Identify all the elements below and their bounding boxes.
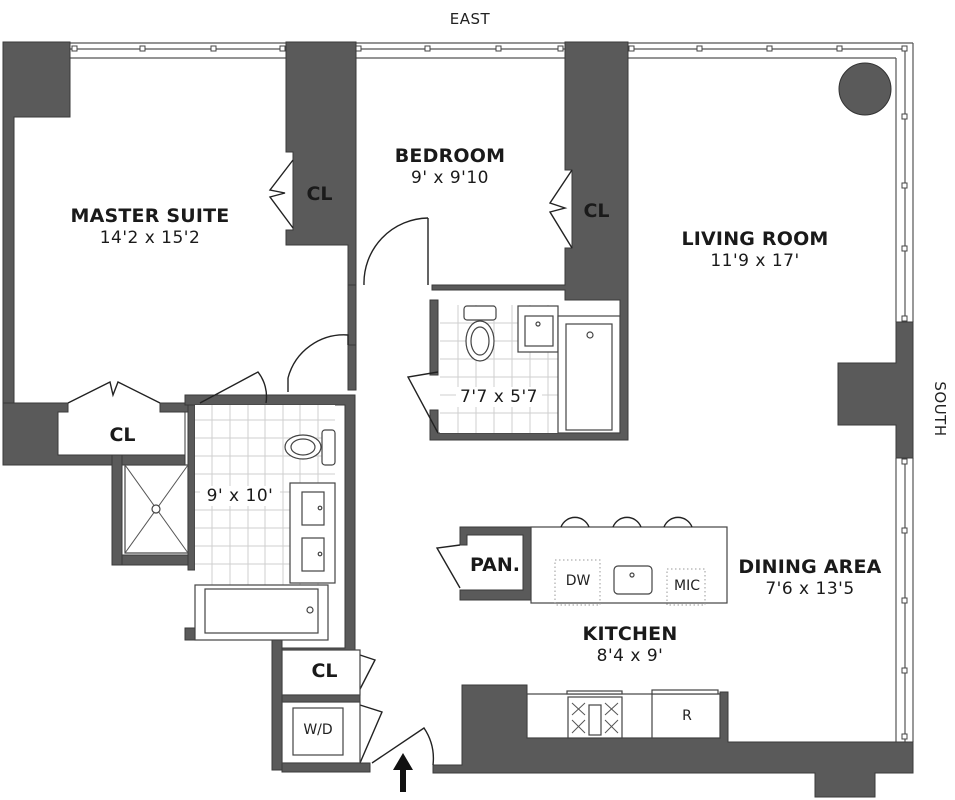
washer-dryer-label: W/D: [303, 722, 333, 738]
structural-column: [838, 62, 892, 116]
room-label-dining-area: DINING AREA 7'6 x 13'5: [725, 556, 895, 599]
entry-closet: [281, 649, 361, 696]
room-dimensions: 9' x 9'10: [411, 168, 489, 188]
room-name: LIVING ROOM: [681, 228, 829, 250]
room-name: DINING AREA: [738, 556, 882, 578]
room-dimensions: 7'6 x 13'5: [765, 579, 855, 599]
pantry-label: PAN.: [469, 554, 520, 576]
room-name: KITCHEN: [582, 623, 678, 645]
compass-east-label: EAST: [449, 10, 491, 28]
room-name: MASTER SUITE: [70, 205, 230, 227]
kitchen-counter: [526, 689, 721, 739]
doors: [67, 159, 573, 766]
room-label-bedroom: BEDROOM 9' x 9'10: [380, 145, 520, 188]
second-bath-tile-floor: [440, 305, 558, 433]
kitchen-island: [530, 516, 728, 606]
refrigerator-label: R: [682, 708, 692, 724]
second-bath-fixtures: [463, 305, 621, 434]
compass-south-label: SOUTH: [931, 381, 949, 437]
room-label-kitchen: KITCHEN 8'4 x 9': [555, 623, 705, 666]
room-dims-second-bath: 7'7 x 5'7: [456, 387, 542, 407]
room-dims-master-bath: 9' x 10': [200, 486, 280, 506]
master-bath-fixtures: [124, 429, 336, 641]
microwave-label: MIC: [674, 578, 700, 594]
room-dimensions: 11'9 x 17': [710, 251, 800, 271]
washer-dryer-unit: [292, 707, 344, 756]
room-label-living-room: LIVING ROOM 11'9 x 17': [665, 228, 845, 271]
closet-label-master-reach-in: CL: [306, 183, 333, 205]
closet-label-entry: CL: [311, 660, 338, 682]
room-dimensions: 8'4 x 9': [596, 646, 664, 666]
dishwasher-label: DW: [565, 573, 591, 589]
closet-label-master-walk-in: CL: [109, 424, 136, 446]
room-dimensions: 14'2 x 15'2: [99, 228, 201, 248]
east-window-wall: [70, 42, 914, 742]
room-name: BEDROOM: [394, 145, 506, 167]
closet-label-bedroom: CL: [583, 200, 610, 222]
entry-arrow-icon: [393, 753, 413, 792]
room-label-master-suite: MASTER SUITE 14'2 x 15'2: [60, 205, 240, 248]
